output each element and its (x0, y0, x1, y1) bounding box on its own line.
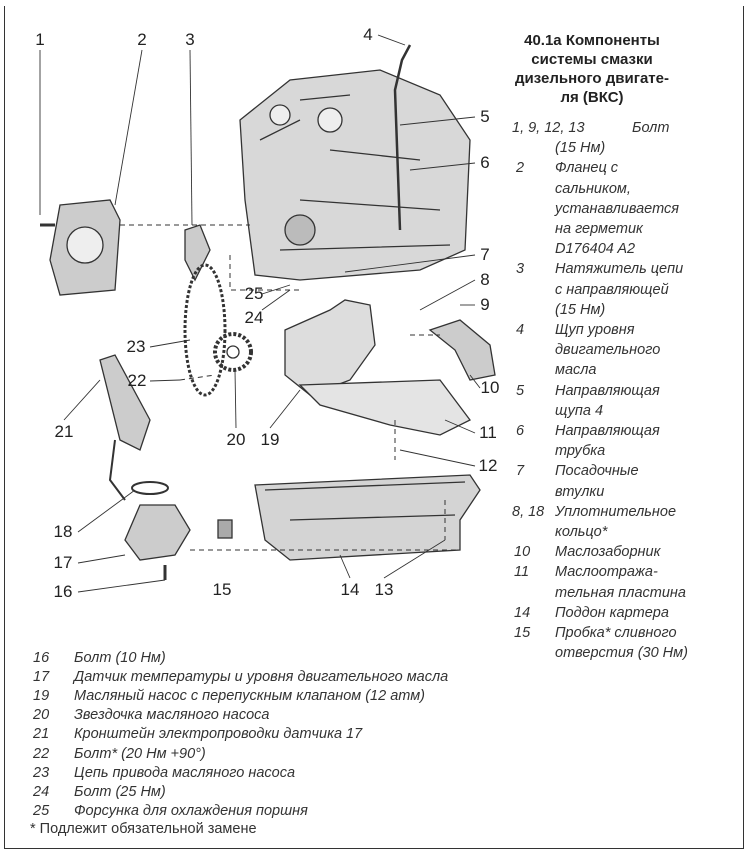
legend-item-text: Направляющая (555, 382, 660, 399)
legend-item-number: 5 (516, 382, 525, 399)
callout-11: 11 (479, 423, 497, 442)
legend-item-text: (15 Нм) (555, 140, 606, 157)
legend-item-text: (15 Нм) (555, 301, 606, 318)
callout-17: 17 (53, 553, 73, 572)
legend-item-number: 11 (514, 564, 530, 581)
legend-item-text: D176404 A2 (555, 241, 636, 258)
legend-item-text: Фланец с (555, 160, 619, 177)
legend-item-number: 2 (516, 160, 525, 177)
callout-12: 12 (478, 456, 498, 475)
callout-3: 3 (185, 30, 195, 49)
oil-pump (284, 299, 376, 396)
wiring-bracket (99, 354, 151, 451)
callout-20: 20 (226, 430, 246, 449)
legend-item-text: Масляный насос с перепускным клапаном (1… (74, 688, 425, 705)
footnote: * Подлежит обязательной замене (30, 821, 257, 837)
legend-item-number: 16 (33, 650, 50, 666)
legend-item-text: отверстия (30 Нм) (555, 645, 688, 662)
baffle-plate (298, 379, 471, 436)
callout-9: 9 (480, 295, 490, 314)
callout-8: 8 (480, 270, 490, 289)
callout-14: 14 (340, 580, 360, 599)
legend-item-number: 8, 18 (512, 503, 545, 520)
legend-item-text: Болт* (20 Нм +90°) (74, 745, 206, 762)
legend-item-text: Направляющая (555, 423, 660, 439)
callout-1: 1 (35, 30, 45, 49)
engine-block (239, 69, 471, 281)
legend-item-text: сальником, (555, 180, 631, 197)
legend-item-text: Маслозаборник (555, 544, 661, 561)
oil-pickup (428, 319, 496, 381)
legend-item-number: 3 (516, 261, 525, 278)
legend-item-text: трубка (555, 443, 606, 460)
legend-item-number: 15 (514, 625, 531, 641)
legend-item-number: 21 (33, 726, 50, 743)
callout-19: 19 (260, 430, 280, 449)
legend-item-text: Болт (632, 120, 670, 136)
legend-item-number: 20 (33, 707, 50, 724)
legend-item-text: Цепь привода масляного насоса (74, 764, 296, 781)
o-ring (131, 481, 169, 495)
legend-item-number: 19 (33, 688, 50, 705)
legend-item-text: двигательного (555, 342, 661, 359)
callout-6: 6 (480, 153, 490, 172)
legend-item-number: 6 (516, 423, 525, 439)
callout-25: 25 (244, 284, 264, 303)
legend-item-number: 17 (33, 669, 50, 686)
legend-item-number: 10 (514, 544, 531, 561)
legend-item-number: 23 (33, 764, 50, 781)
legend-item-text: Кронштейн электропроводки датчика 17 (74, 726, 363, 743)
legend-item-text: на герметик (555, 221, 643, 237)
oil-level-sensor (124, 504, 191, 561)
legend-item-text: с направляющей (555, 281, 669, 298)
callout-5: 5 (480, 107, 490, 126)
callout-24: 24 (244, 308, 264, 327)
legend-item-number: 22 (33, 745, 50, 762)
drain-plug (217, 519, 233, 539)
callout-10: 10 (480, 378, 500, 397)
legend-item-text: щупа 4 (555, 402, 604, 419)
callout-22: 22 (127, 371, 147, 390)
legend-item-text: Уплотнительное (555, 503, 677, 520)
legend-item-text: Форсунка для охлаждения поршня (74, 802, 308, 819)
oil-pump-chain (183, 263, 227, 397)
legend-item-number: 24 (33, 783, 50, 800)
legend-item-text: Маслоотража- (555, 564, 658, 581)
legend-item-number: 4 (516, 322, 525, 338)
legend-item-text: Посадочные (555, 463, 639, 480)
legend-item-number: 25 (33, 802, 50, 819)
legend-item-text: Звездочка масляного насоса (74, 707, 270, 724)
legend-item-text: Поддон картера (555, 604, 669, 621)
callout-2: 2 (137, 30, 147, 49)
callout-7: 7 (480, 245, 490, 264)
figure-title: 40.1a Компоненты системы смазки дизельно… (515, 32, 669, 106)
legend-item-text: кольцо* (555, 524, 608, 540)
legend-item-text: Датчик температуры и уровня двигательног… (74, 669, 449, 686)
chain-tensioner (184, 224, 211, 282)
callout-21: 21 (54, 422, 74, 441)
legend-item-text: Натяжитель цепи (555, 261, 684, 278)
legend-item-text: втулки (555, 483, 605, 500)
callout-13: 13 (374, 580, 394, 599)
page-frame (4, 6, 744, 849)
callout-4: 4 (363, 25, 373, 44)
callout-16: 16 (53, 582, 73, 601)
callout-23: 23 (126, 337, 146, 356)
legend-item-number: 7 (516, 463, 525, 480)
legend-item-number: 14 (514, 604, 531, 621)
legend-item-text: Болт (10 Нм) (74, 650, 166, 666)
legend-item-number: 1, 9, 12, 13 (512, 120, 585, 136)
legend-item-text: Щуп уровня (555, 322, 635, 338)
legend-item-text: устанавливается (555, 200, 679, 217)
legend-item-text: Пробка* сливного (555, 625, 677, 641)
oil-pump-sprocket (213, 332, 253, 372)
legend-item-text: тельная пластина (555, 584, 686, 601)
legend-item-text: Болт (25 Нм) (74, 783, 166, 800)
legend-item-text: масла (555, 362, 597, 379)
callout-15: 15 (212, 580, 232, 599)
callout-18: 18 (53, 522, 73, 541)
dipstick (393, 44, 412, 231)
